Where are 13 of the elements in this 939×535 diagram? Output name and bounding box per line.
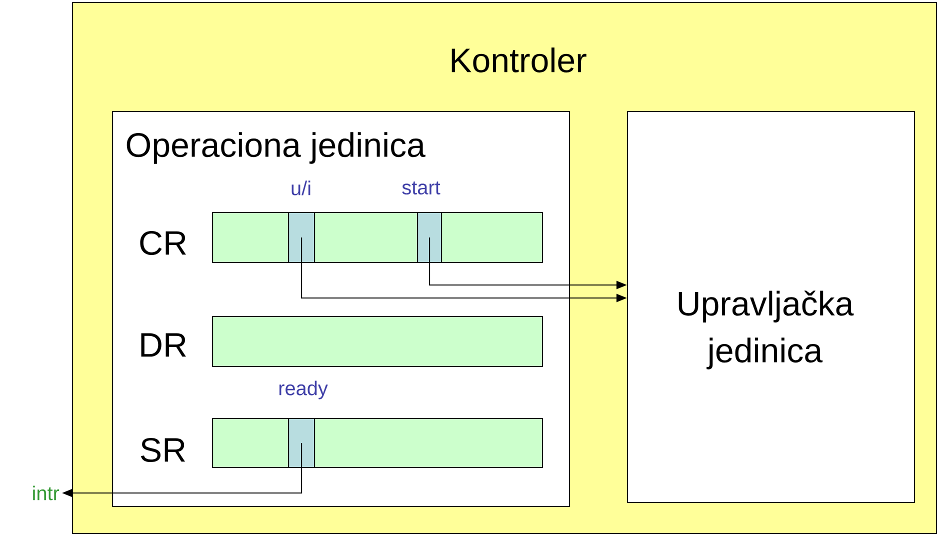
register-label: CR	[140, 230, 186, 256]
bit-label: start	[402, 181, 440, 195]
bit-cell	[288, 212, 316, 264]
bit-cell	[417, 212, 442, 264]
bit-cell	[288, 418, 316, 468]
unit-box: Upravljačka jedinica	[627, 110, 916, 504]
register-label: DR	[141, 333, 186, 357]
signal-label: intr	[33, 486, 60, 500]
bit-label: u/i	[292, 180, 310, 196]
bit-label: ready	[279, 380, 328, 400]
register-label: SR	[140, 438, 186, 462]
register-bar	[212, 418, 544, 468]
register-bar	[212, 316, 544, 368]
